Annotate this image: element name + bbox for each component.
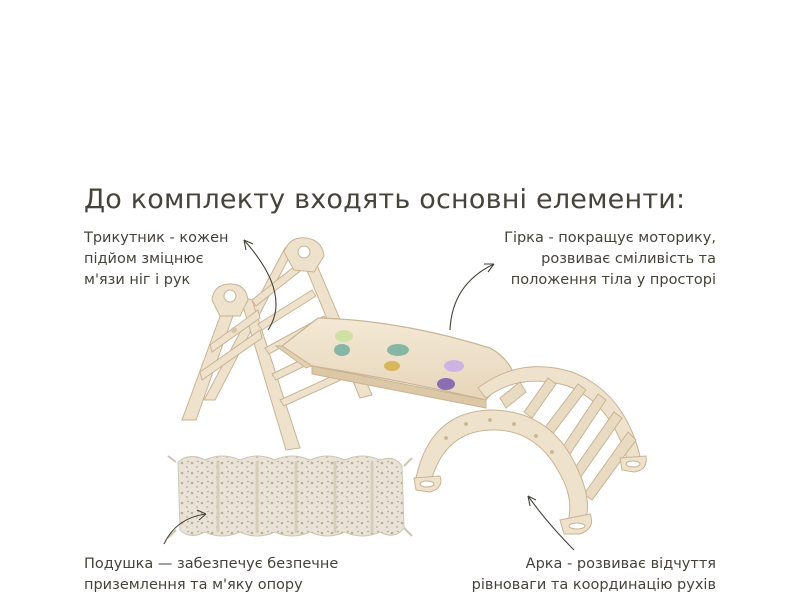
- arrow-icon: [449, 263, 495, 331]
- slide-caption: Гірка - покращує моторику, розвиває сміл…: [504, 228, 716, 291]
- slide-caption-line: Гірка - покращує моторику,: [504, 230, 716, 246]
- arch-caption: Арка - розвиває відчуття рівноваги та ко…: [472, 554, 716, 596]
- triangle-caption-line: підйом зміцнює: [84, 251, 204, 267]
- page-title: До комплекту входять основні елементи:: [84, 184, 686, 216]
- slide: [274, 317, 513, 409]
- pillow-caption-line: Подушка — забезпечує безпечне: [84, 556, 339, 572]
- triangle-caption: Трикутник - кожен підйом зміцнює м'язи н…: [84, 228, 228, 291]
- triangle-caption-line: м'язи ніг і рук: [84, 272, 191, 288]
- arrow-icon: [527, 495, 575, 551]
- arch-caption-line: рівноваги та координацію рухів: [471, 577, 716, 593]
- pillow: [167, 455, 413, 539]
- arch-caption-line: Арка - розвиває відчуття: [525, 556, 716, 572]
- triangle-caption-line: Трикутник - кожен: [84, 230, 229, 246]
- slide-caption-line: положення тіла у просторі: [510, 272, 716, 288]
- slide-caption-line: розвиває сміливість та: [541, 251, 716, 267]
- pillow-caption-line: приземлення та м'яку опору: [84, 577, 303, 593]
- arch: [413, 366, 647, 535]
- arrow-icon: [243, 239, 277, 331]
- arrow-icon: [163, 509, 207, 545]
- pillow-caption: Подушка — забезпечує безпечне приземленн…: [84, 554, 338, 596]
